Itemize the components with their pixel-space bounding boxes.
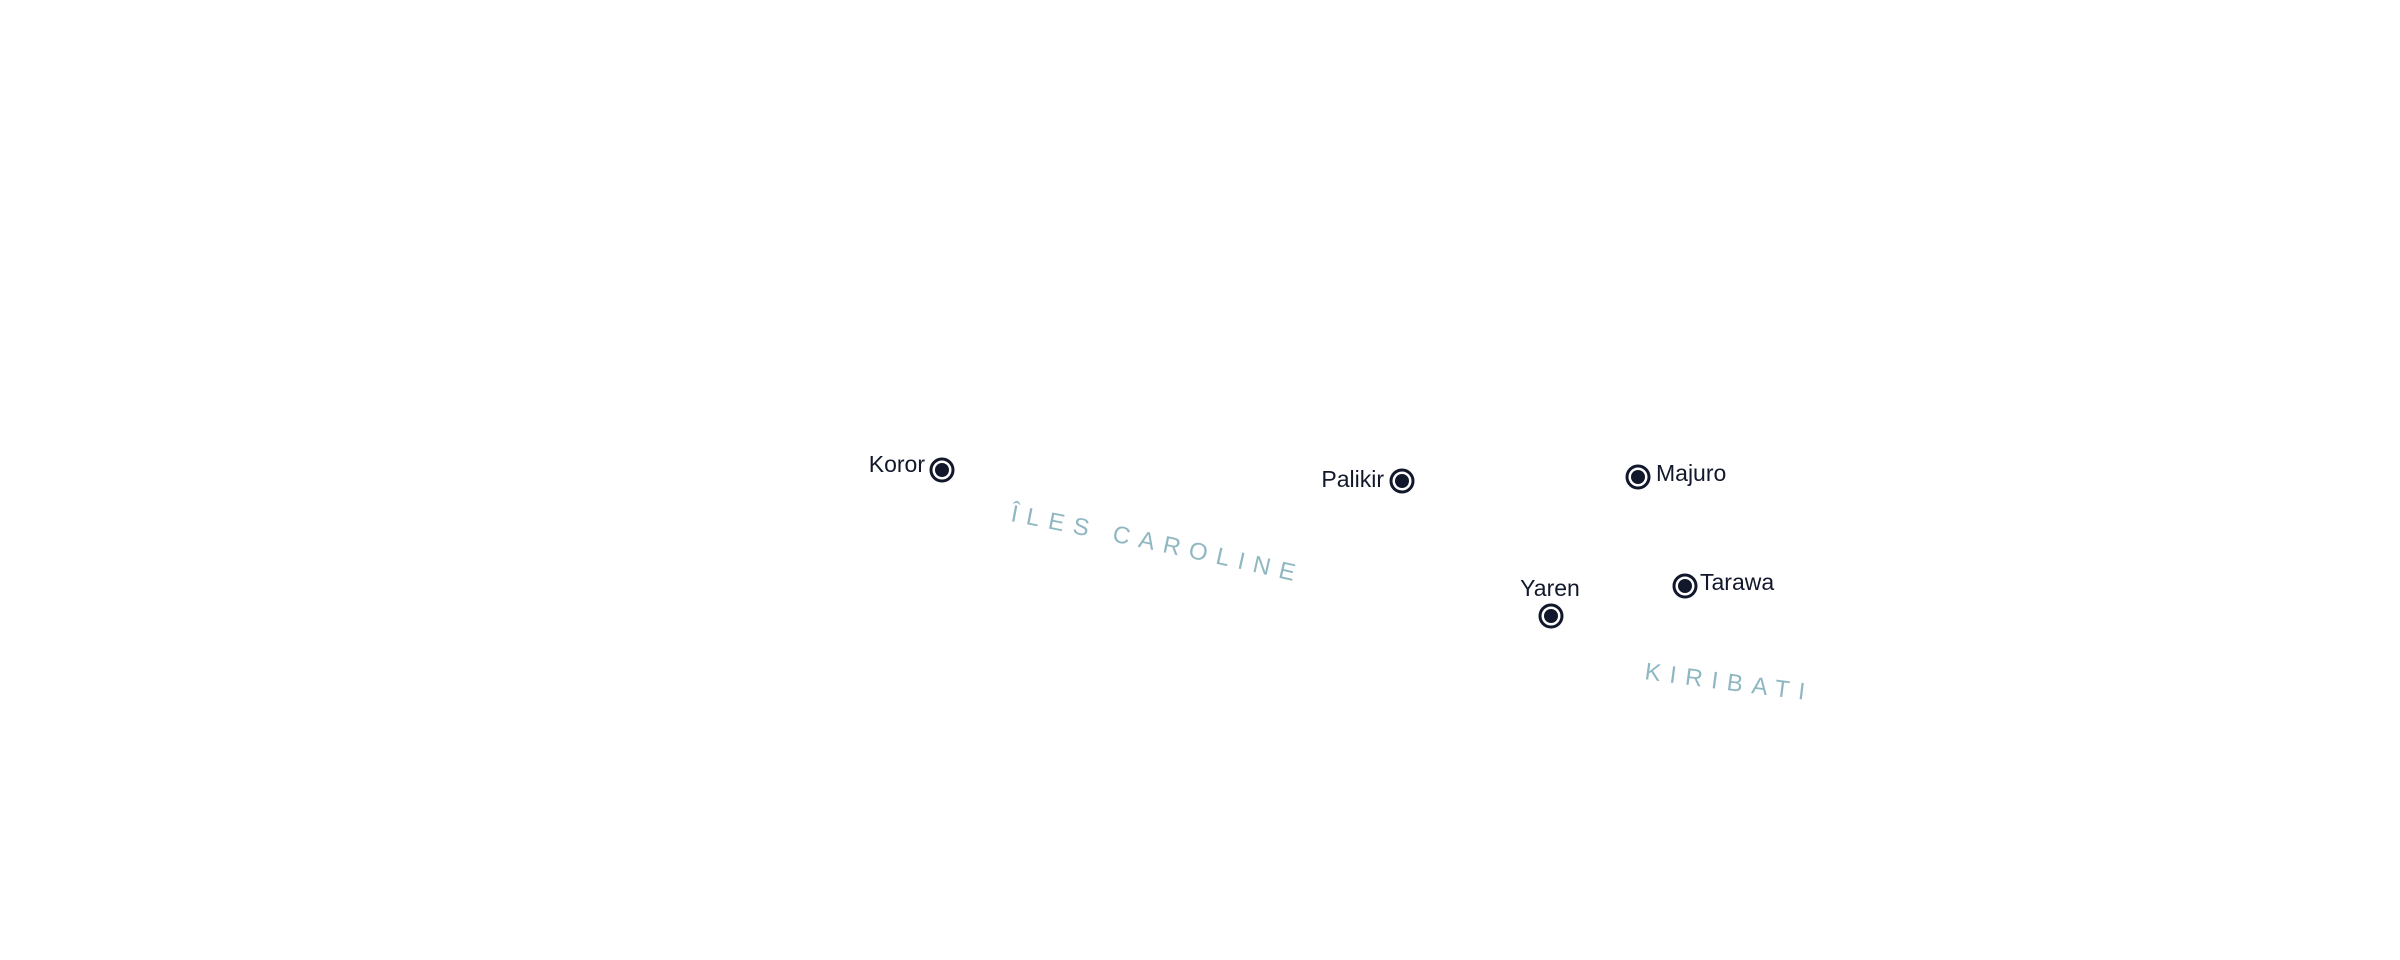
capital-marker-icon [1672, 573, 1698, 599]
capital-marker-icon [1625, 464, 1651, 490]
capital-label-yaren: Yaren [1520, 575, 1580, 601]
capital-label-tarawa: Tarawa [1700, 569, 1774, 595]
capital-tarawa[interactable]: Tarawa [1672, 569, 1774, 599]
capital-yaren[interactable]: Yaren [1520, 575, 1580, 629]
capital-label-koror: Koror [869, 451, 926, 477]
capital-koror[interactable]: Koror [869, 451, 955, 483]
capital-palikir[interactable]: Palikir [1321, 466, 1415, 494]
capital-marker-icon [929, 457, 955, 483]
capital-label-palikir: Palikir [1321, 466, 1384, 492]
capital-label-majuro: Majuro [1656, 460, 1726, 486]
capital-marker-icon [1389, 468, 1415, 494]
capital-marker-icon [1538, 603, 1564, 629]
capital-majuro[interactable]: Majuro [1625, 460, 1726, 490]
